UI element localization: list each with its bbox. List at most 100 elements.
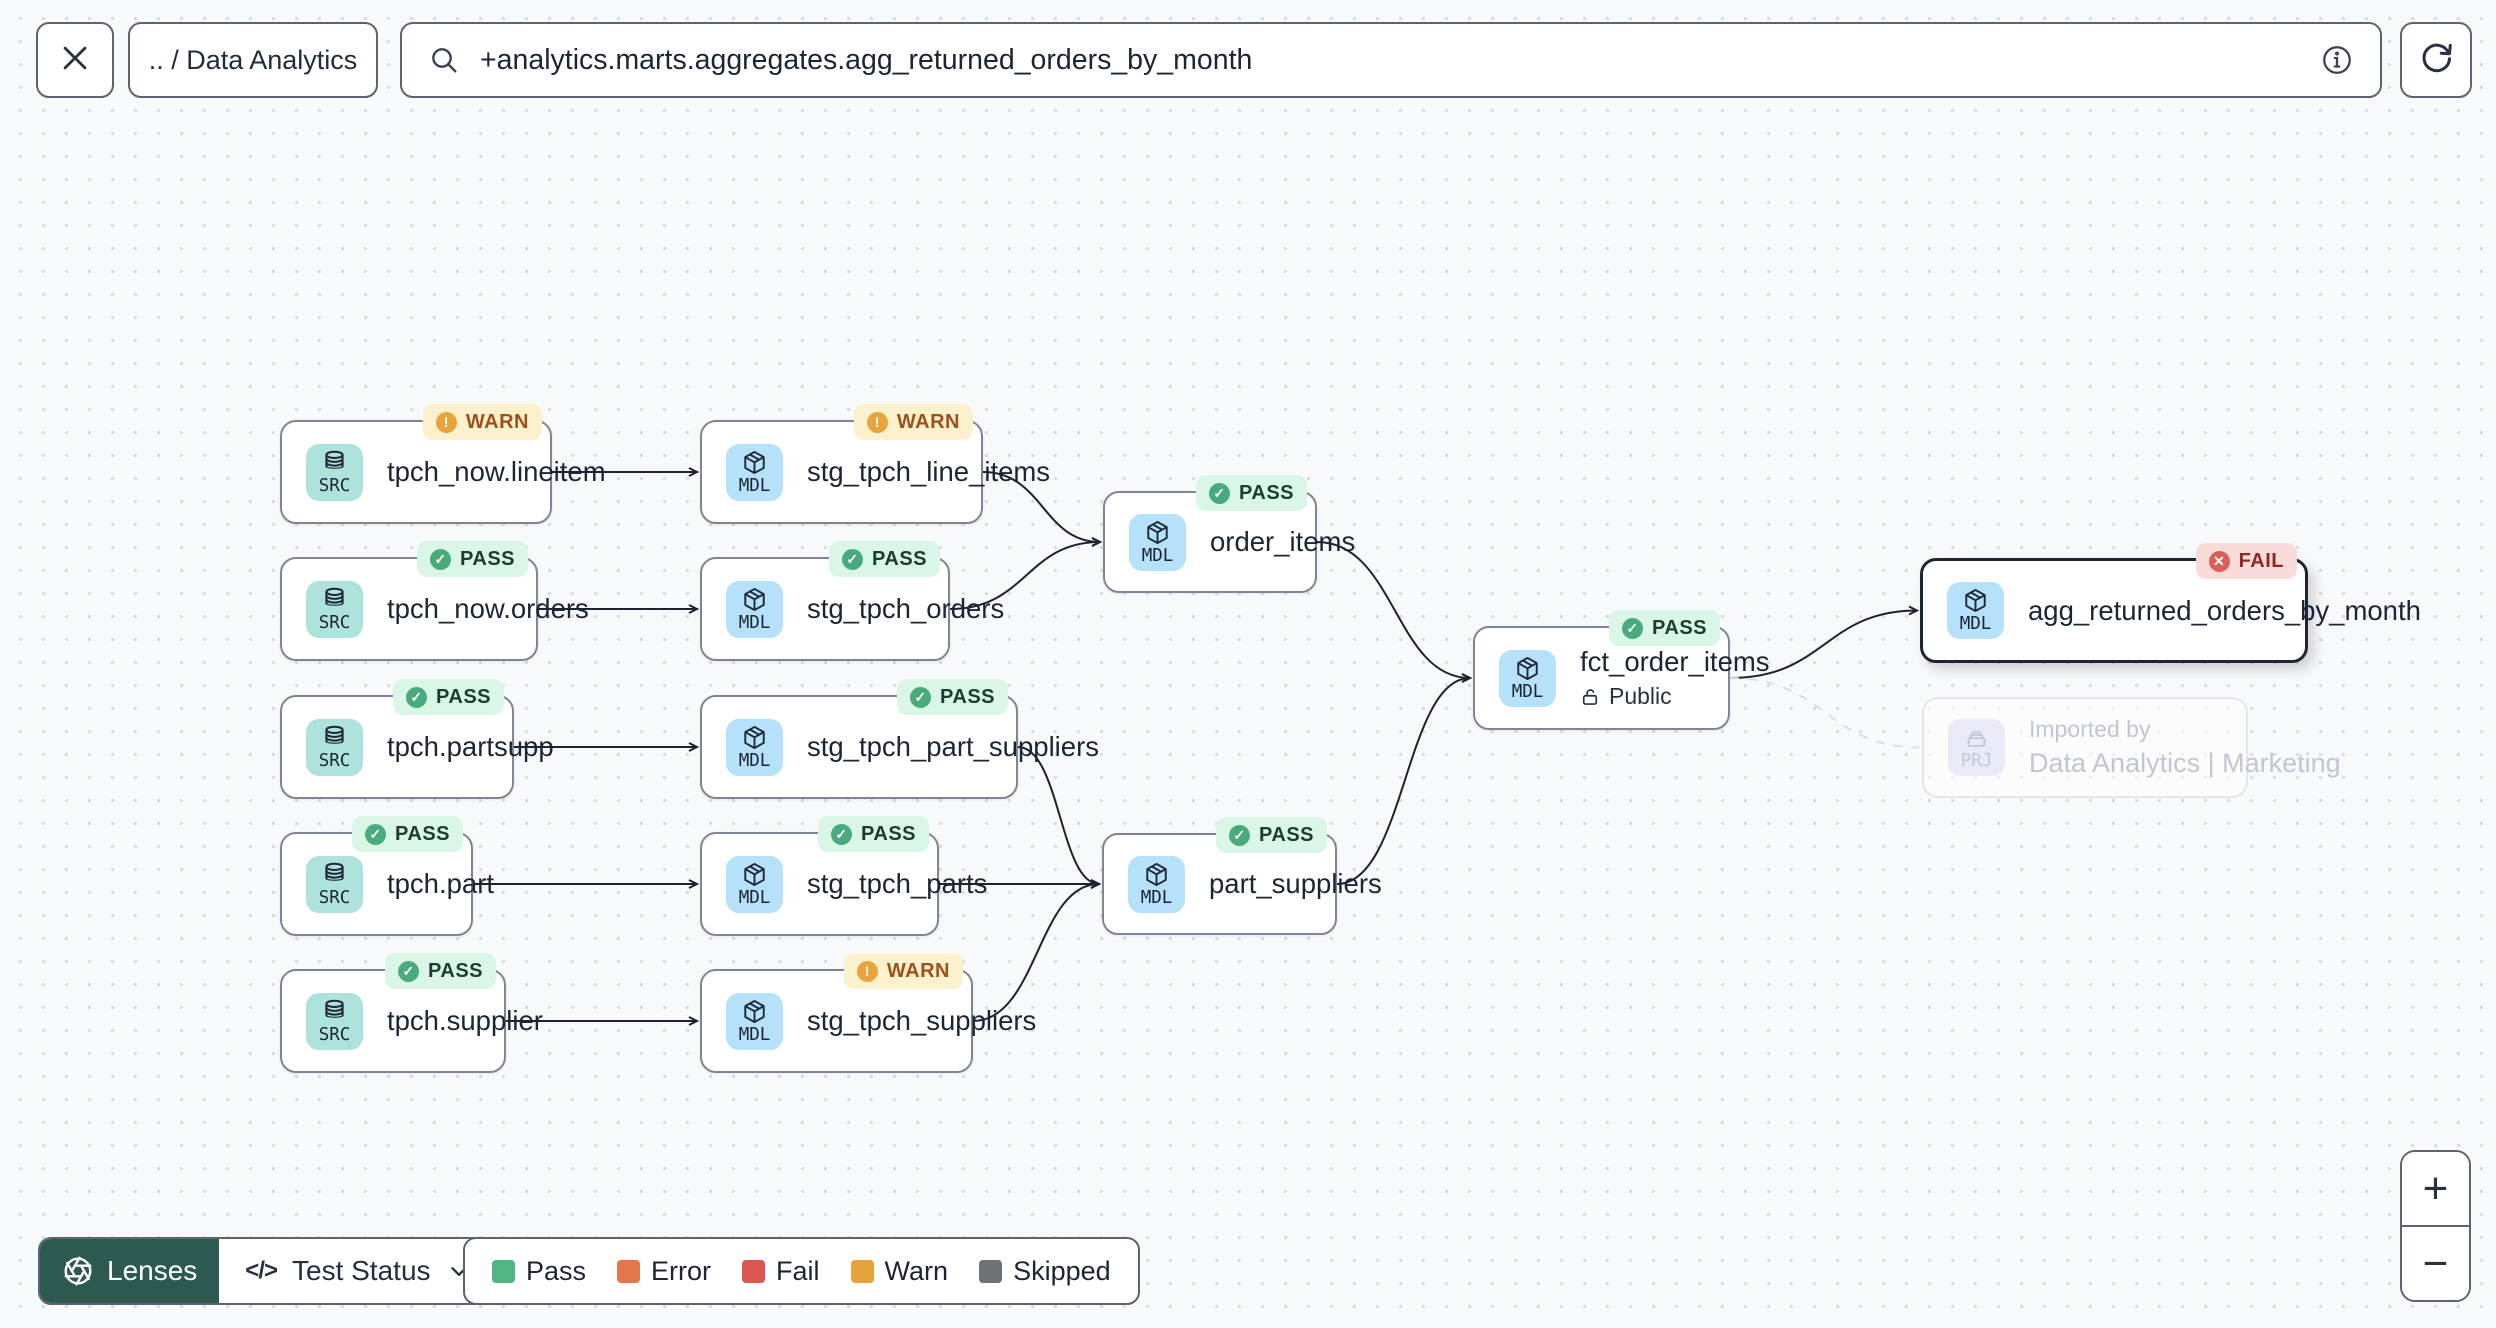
node-text: tpch.supplier [387, 1005, 543, 1037]
edge-stg_tpch_suppliers-to-part_suppliers [972, 879, 1102, 1022]
node-text: stg_tpch_orders [807, 593, 1004, 625]
node-label: order_items [1210, 526, 1356, 557]
node-label: part_suppliers [1209, 868, 1382, 899]
status-badge-pass: ✓PASS [385, 953, 496, 989]
refresh-icon [2418, 40, 2454, 81]
legend-item-skipped: Skipped [979, 1256, 1111, 1287]
zoom-in-button[interactable]: + [2402, 1152, 2469, 1225]
fail-status-icon: ✕ [2208, 550, 2230, 572]
lens-dropdown[interactable]: </> Test Status [219, 1239, 498, 1303]
lineage-search [400, 22, 2382, 98]
imported-by-label: Imported by [2029, 716, 2151, 742]
legend-label: Pass [526, 1255, 587, 1286]
status-label: FAIL [2238, 549, 2284, 572]
status-label: WARN [886, 959, 950, 982]
graph-node-tpch_now_orders[interactable]: ✓PASS SRC tpch_now.orders [280, 541, 589, 661]
database-icon: SRC [306, 443, 363, 501]
node-text: part_suppliers [1209, 868, 1382, 900]
legend-item-pass: Pass [492, 1256, 586, 1287]
node-kind-label: MDL [738, 1024, 771, 1045]
status-badge-fail: ✕ FAIL [2195, 543, 2297, 579]
node-label: stg_tpch_suppliers [807, 1005, 1037, 1036]
edge-fct_order_items-to-agg_returned_orders_by_month [1729, 605, 1920, 679]
lenses-button[interactable]: Lenses [40, 1239, 220, 1303]
legend-item-fail: Fail [742, 1256, 820, 1287]
node-label: stg_tpch_parts [807, 868, 988, 899]
access-row: Public [1580, 683, 1770, 710]
status-label: PASS [872, 547, 927, 570]
graph-node-agg_returned_orders_by_month[interactable]: ✕ FAIL MDL agg_returned_orders_by_month [1920, 543, 2421, 663]
cube-icon: MDL [726, 718, 783, 776]
node-text: stg_tpch_suppliers [807, 1005, 1036, 1037]
node-kind-label: MDL [738, 887, 771, 908]
status-label: PASS [861, 822, 916, 845]
legend-label: Skipped [1013, 1255, 1111, 1286]
search-icon [428, 44, 460, 76]
legend-label: Warn [884, 1255, 949, 1286]
legend-label: Error [651, 1255, 712, 1286]
node-kind-label: MDL [1959, 614, 1992, 635]
node-text: order_items [1210, 526, 1355, 558]
legend-label: Fail [776, 1255, 820, 1286]
status-label: PASS [428, 959, 483, 982]
info-icon[interactable] [2320, 43, 2354, 77]
status-badge-pass: ✓PASS [417, 541, 528, 577]
edge-part_suppliers-to-fct_order_items [1336, 673, 1473, 885]
zoom-out-button[interactable]: − [2402, 1225, 2469, 1300]
status-badge-warn: !WARN [422, 404, 542, 440]
node-kind-label: MDL [738, 750, 771, 771]
legend-item-warn: Warn [850, 1255, 949, 1287]
node-text: stg_tpch_part_suppliers [807, 731, 1099, 763]
node-label: stg_tpch_orders [807, 593, 1005, 624]
database-icon: SRC [306, 580, 363, 638]
pass-status-icon: ✓ [1229, 824, 1251, 846]
code-icon: </> [245, 1257, 278, 1284]
warn-status-icon: ! [856, 960, 878, 982]
breadcrumb[interactable]: .. / Data Analytics [128, 22, 378, 98]
close-button[interactable] [36, 22, 114, 98]
node-label: tpch.part [387, 868, 495, 899]
cube-icon: MDL [1499, 649, 1556, 707]
aperture-icon [62, 1255, 94, 1287]
node-label: tpch.supplier [387, 1005, 543, 1036]
pass-status-icon: ✓ [1209, 482, 1231, 504]
search-input[interactable] [478, 42, 2302, 78]
status-label: PASS [395, 822, 450, 845]
status-label: PASS [940, 685, 995, 708]
node-text: stg_tpch_line_items [807, 456, 1050, 488]
status-badge-pass: ✓ PASS [818, 816, 929, 852]
node-label: tpch_now.lineitem [387, 456, 606, 487]
pass-status-icon: ✓ [430, 548, 452, 570]
node-kind-label: SRC [318, 750, 351, 771]
edge-stg_tpch_line_items-to-order_items [982, 471, 1103, 547]
node-text: agg_returned_orders_by_month [2028, 595, 2421, 627]
node-text: tpch_now.orders [387, 593, 589, 625]
graph-node-tpch_now_lineitem[interactable]: !WARN SRC tpch_now.lineitem [280, 404, 606, 524]
graph-node-stg_tpch_suppliers[interactable]: ! WARN MDL stg_tpch_suppliers [700, 953, 1036, 1073]
pass-status-icon: ✓ [365, 823, 387, 845]
refresh-button[interactable] [2400, 22, 2472, 98]
status-label: PASS [1239, 481, 1294, 504]
pass-status-icon: ✓ [406, 686, 428, 708]
graph-node-stg_tpch_parts[interactable]: ✓ PASS MDL stg_tpch_parts [700, 816, 987, 936]
access-label: Public [1609, 683, 1672, 709]
warn-status-icon: ! [866, 411, 888, 433]
legend-item-error: Error [617, 1256, 711, 1287]
pass-status-icon: ✓ [831, 823, 853, 845]
node-label: tpch.partsupp [387, 731, 554, 762]
node-label: stg_tpch_part_suppliers [807, 731, 1099, 762]
status-label: WARN [465, 410, 529, 433]
